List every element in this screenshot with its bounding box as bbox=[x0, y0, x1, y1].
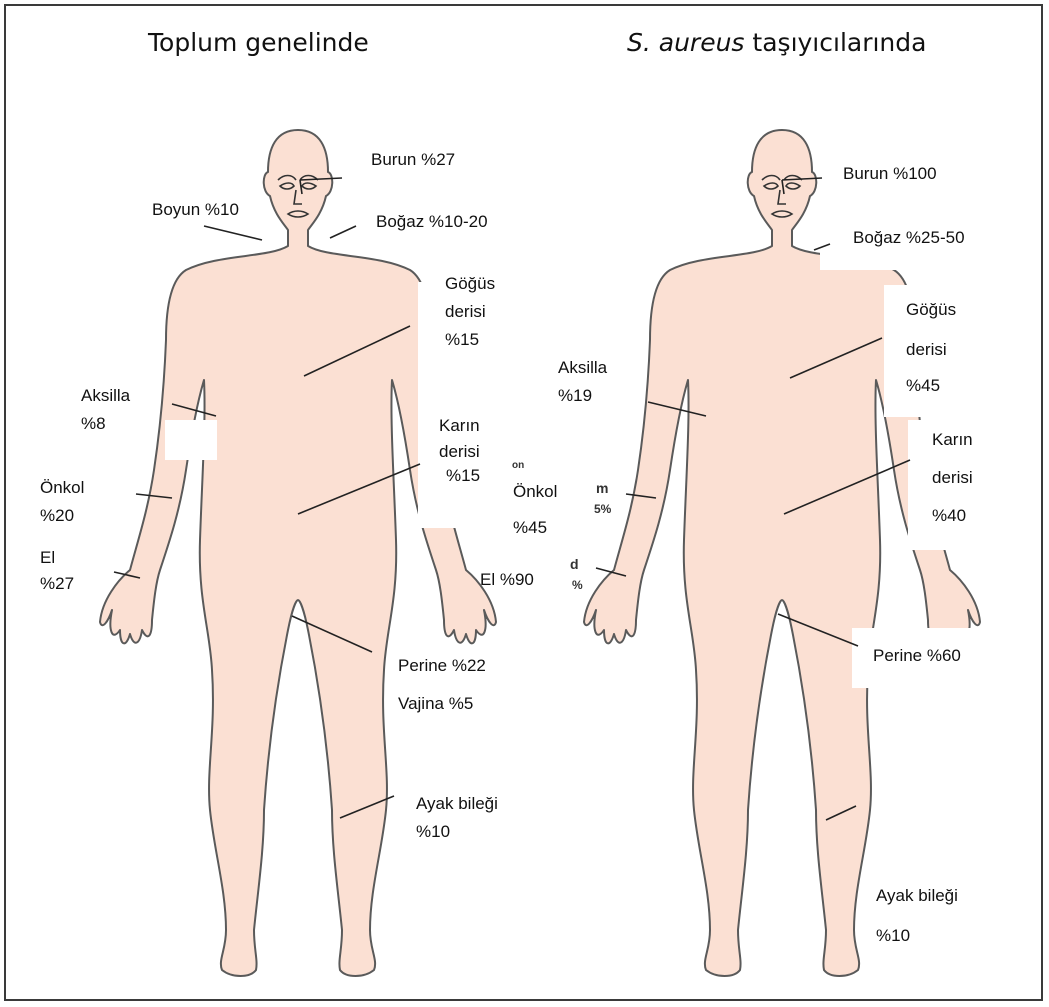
label-chest-carriers-2: derisi bbox=[906, 340, 947, 360]
label-nose: Burun %27 bbox=[371, 150, 455, 170]
label-hand-carriers: El %90 bbox=[480, 570, 534, 590]
fragment-1: on bbox=[512, 460, 524, 471]
label-vagina: Vajina %5 bbox=[398, 694, 473, 714]
label-abdomen-carriers-3: %40 bbox=[932, 506, 966, 526]
label-axilla-carriers-2: %19 bbox=[558, 386, 592, 406]
label-nose-carriers: Burun %100 bbox=[843, 164, 937, 184]
label-chest-2: derisi bbox=[445, 302, 486, 322]
label-throat-carriers: Boğaz %25-50 bbox=[853, 228, 965, 248]
label-abdomen-carriers-1: Karın bbox=[932, 430, 973, 450]
label-chest-carriers-3: %45 bbox=[906, 376, 940, 396]
label-hand-2: %27 bbox=[40, 574, 74, 594]
label-forearm-carriers-1: Önkol bbox=[513, 482, 557, 502]
label-chest-3: %15 bbox=[445, 330, 479, 350]
label-chest-1: Göğüs bbox=[445, 274, 495, 294]
label-ankle-2: %10 bbox=[416, 822, 450, 842]
label-axilla-1: Aksilla bbox=[81, 386, 130, 406]
label-axilla-carriers-1: Aksilla bbox=[558, 358, 607, 378]
fragment-5: % bbox=[572, 578, 583, 592]
label-ankle-1: Ayak bileği bbox=[416, 794, 498, 814]
label-ankle-carriers-2: %10 bbox=[876, 926, 910, 946]
label-abdomen-2: derisi bbox=[439, 442, 480, 462]
label-chest-carriers-1: Göğüs bbox=[906, 300, 956, 320]
label-throat: Boğaz %10-20 bbox=[376, 212, 488, 232]
panel-title-general: Toplum genelinde bbox=[148, 28, 369, 57]
fragment-3: 5% bbox=[594, 502, 611, 516]
label-abdomen-1: Karın bbox=[439, 416, 480, 436]
label-forearm-carriers-2: %45 bbox=[513, 518, 547, 538]
label-ankle-carriers-1: Ayak bileği bbox=[876, 886, 958, 906]
label-neck: Boyun %10 bbox=[152, 200, 239, 220]
label-perineum: Perine %22 bbox=[398, 656, 486, 676]
title-rest: taşıyıcılarında bbox=[744, 28, 926, 57]
label-perineum-carriers: Perine %60 bbox=[873, 646, 961, 666]
label-hand-1: El bbox=[40, 548, 55, 568]
label-forearm-2: %20 bbox=[40, 506, 74, 526]
label-forearm-1: Önkol bbox=[40, 478, 84, 498]
label-abdomen-3: %15 bbox=[446, 466, 480, 486]
fragment-2: m bbox=[596, 480, 608, 496]
fragment-4: d bbox=[570, 556, 579, 572]
body-figure-general bbox=[100, 130, 496, 976]
label-axilla-2: %8 bbox=[81, 414, 106, 434]
title-species: S. aureus bbox=[627, 28, 744, 57]
label-abdomen-carriers-2: derisi bbox=[932, 468, 973, 488]
panel-title-carriers: S. aureus taşıyıcılarında bbox=[627, 28, 926, 57]
